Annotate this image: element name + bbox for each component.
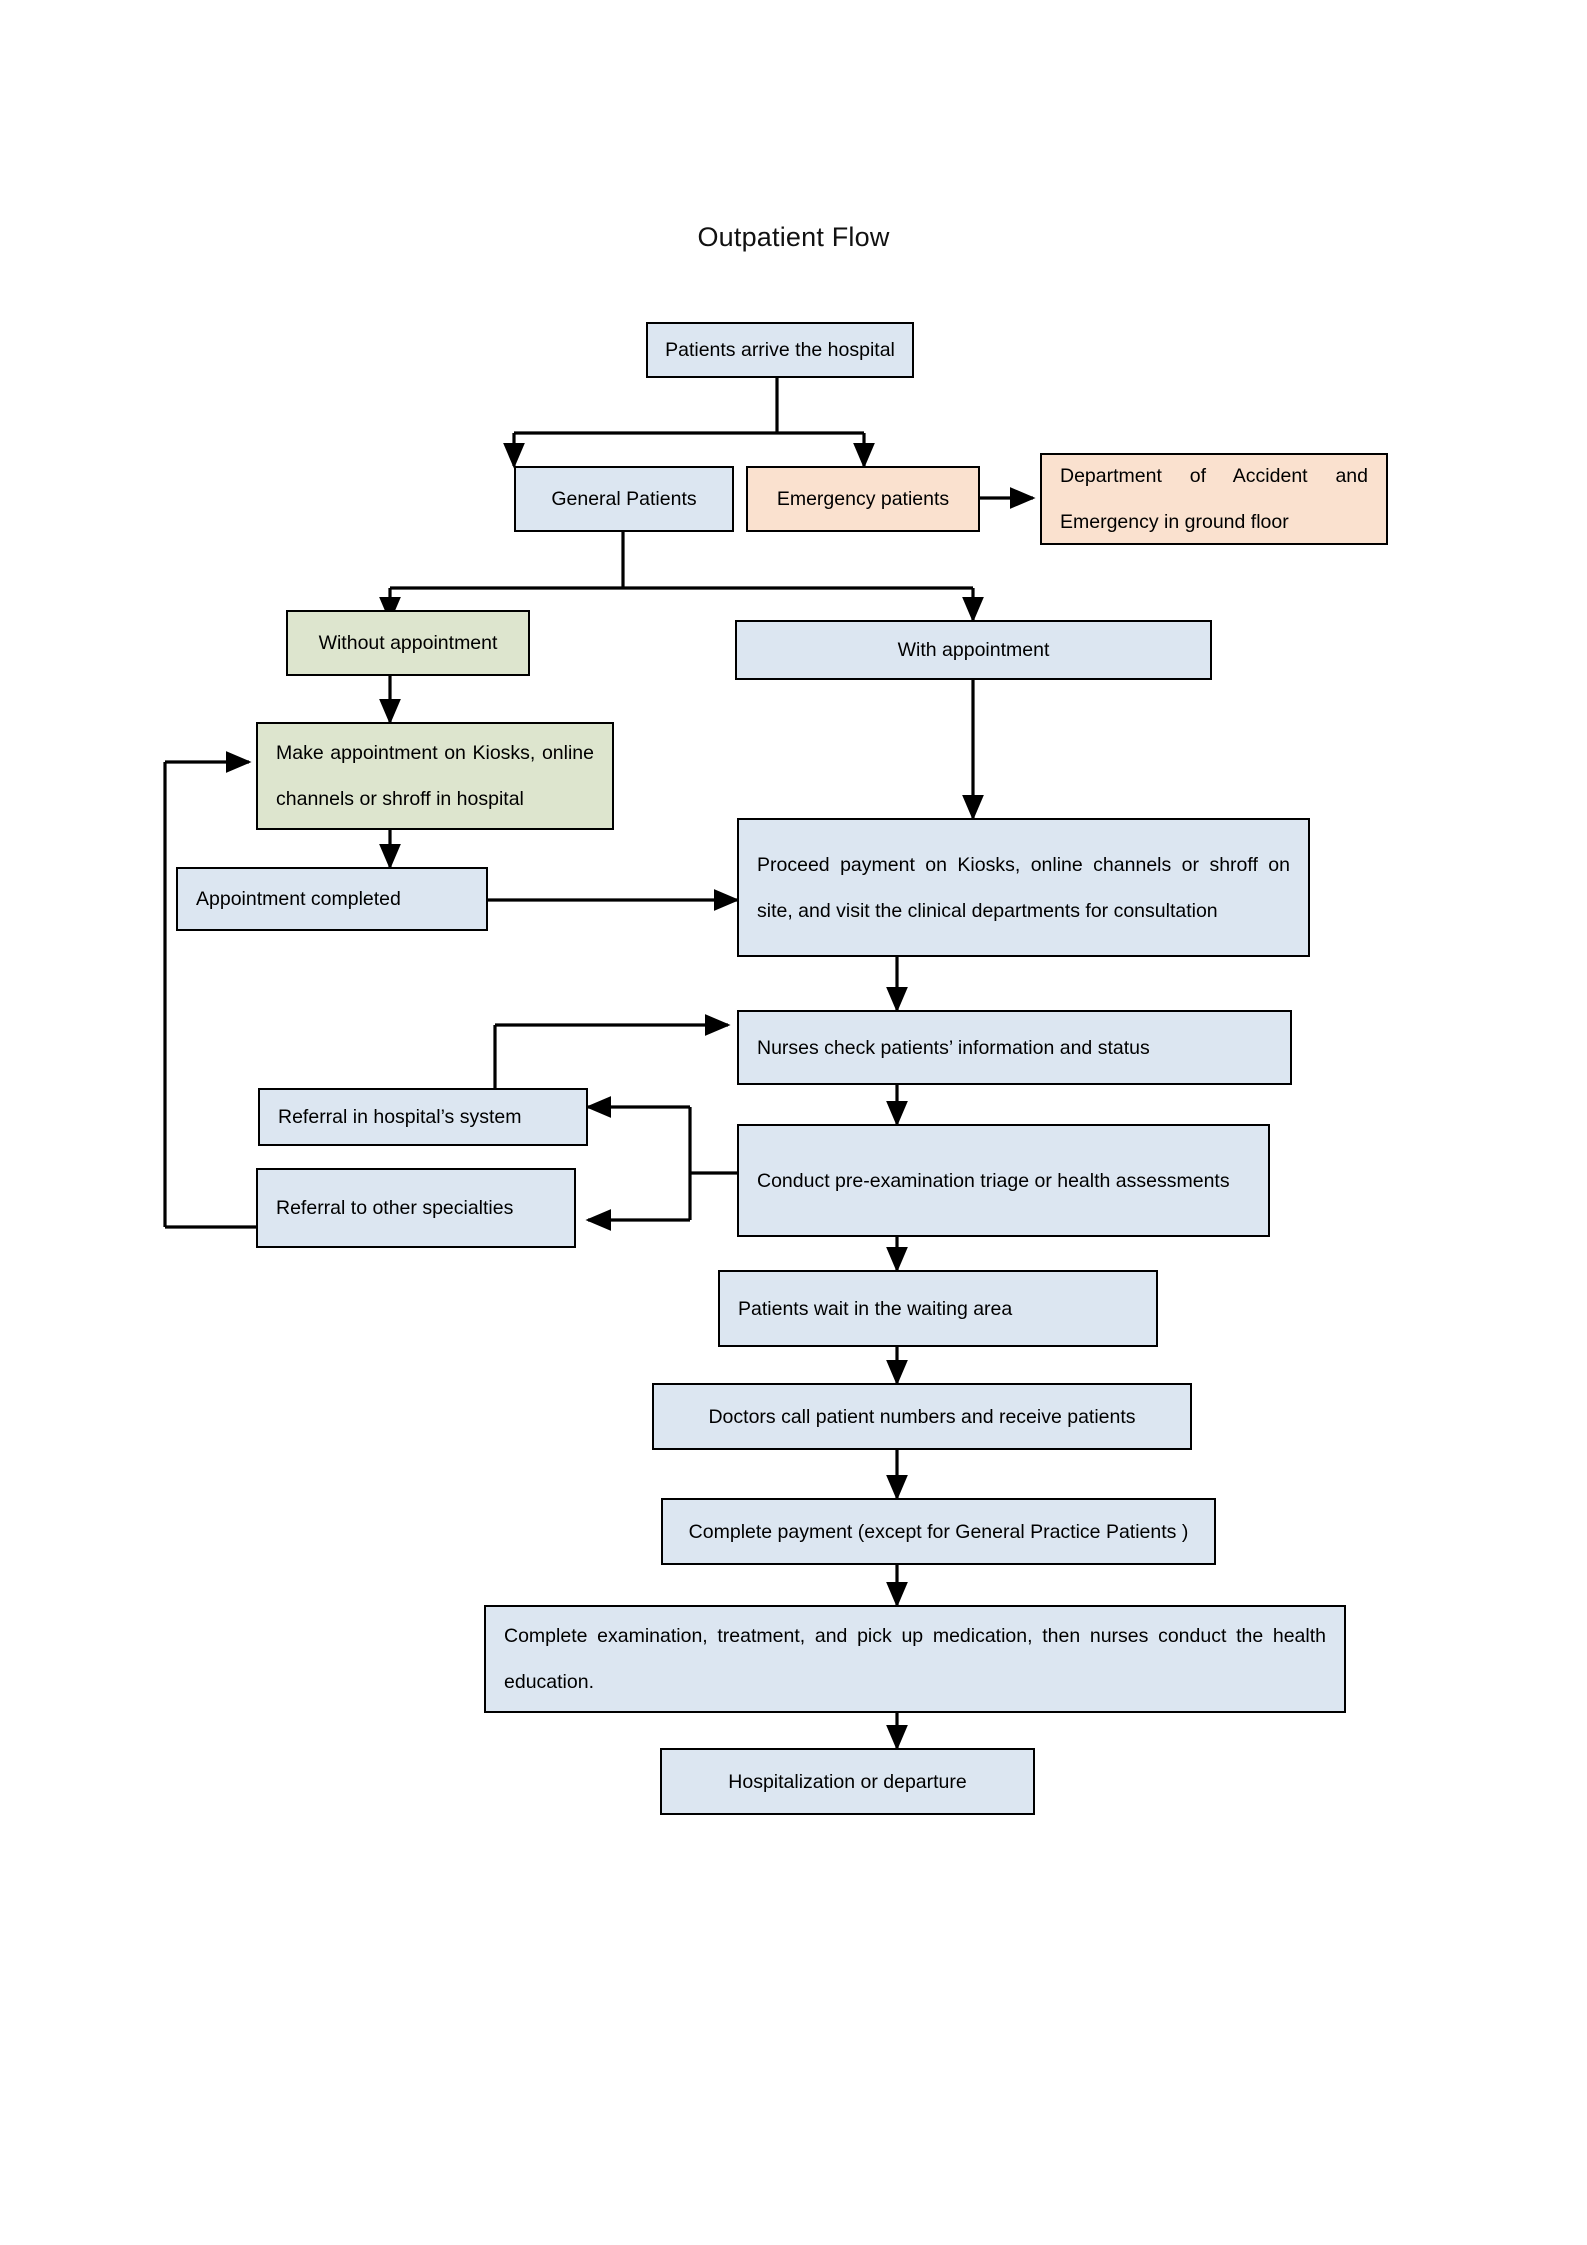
node-patients-wait[interactable]: Patients wait in the waiting area <box>718 1270 1158 1347</box>
node-doctors-call[interactable]: Doctors call patient numbers and receive… <box>652 1383 1192 1450</box>
node-label: Appointment completed <box>196 888 401 910</box>
node-label: Without appointment <box>318 632 498 654</box>
node-proceed-payment[interactable]: Proceed payment on Kiosks, online channe… <box>737 818 1310 957</box>
node-label: Make appointment on Kiosks, online chann… <box>276 742 594 810</box>
node-general-patients[interactable]: General Patients <box>514 466 734 532</box>
node-label: Conduct pre-examination triage or health… <box>757 1169 1230 1192</box>
node-label: Nurses check patients’ information and s… <box>757 1036 1150 1059</box>
node-label: Department of Accident and Emergency in … <box>1060 465 1368 533</box>
node-complete-examination[interactable]: Complete examination, treatment, and pic… <box>484 1605 1346 1713</box>
page-title: Outpatient Flow <box>697 222 890 252</box>
node-label: Referral in hospital’s system <box>278 1106 522 1128</box>
node-make-appointment[interactable]: Make appointment on Kiosks, online chann… <box>256 722 614 830</box>
node-label: Doctors call patient numbers and receive… <box>708 1405 1136 1428</box>
node-with-appointment[interactable]: With appointment <box>735 620 1212 680</box>
node-label: Patients wait in the waiting area <box>738 1297 1013 1320</box>
node-label: General Patients <box>551 488 697 510</box>
node-referral-other-specialties[interactable]: Referral to other specialties <box>256 1168 576 1248</box>
node-complete-payment[interactable]: Complete payment (except for General Pra… <box>661 1498 1216 1565</box>
node-label: Complete payment (except for General Pra… <box>688 1520 1189 1543</box>
node-nurses-check[interactable]: Nurses check patients’ information and s… <box>737 1010 1292 1085</box>
node-label: Emergency patients <box>776 488 950 510</box>
node-label: Complete examination, treatment, and pic… <box>504 1625 1326 1693</box>
node-label: Referral to other specialties <box>276 1197 514 1219</box>
node-referral-in-hospital-system[interactable]: Referral in hospital’s system <box>258 1088 588 1146</box>
node-department-accident-emergency[interactable]: Department of Accident and Emergency in … <box>1040 453 1388 545</box>
node-hospitalization-departure[interactable]: Hospitalization or departure <box>660 1748 1035 1815</box>
node-label: Patients arrive the hospital <box>665 339 895 361</box>
node-appointment-completed[interactable]: Appointment completed <box>176 867 488 931</box>
node-patients-arrive[interactable]: Patients arrive the hospital <box>646 322 914 378</box>
node-emergency-patients[interactable]: Emergency patients <box>746 466 980 532</box>
node-conduct-pre-examination[interactable]: Conduct pre-examination triage or health… <box>737 1124 1270 1237</box>
node-label: Hospitalization or departure <box>728 1770 967 1793</box>
node-label: Proceed payment on Kiosks, online channe… <box>757 853 1290 922</box>
node-label: With appointment <box>897 639 1050 661</box>
node-without-appointment[interactable]: Without appointment <box>286 610 530 676</box>
